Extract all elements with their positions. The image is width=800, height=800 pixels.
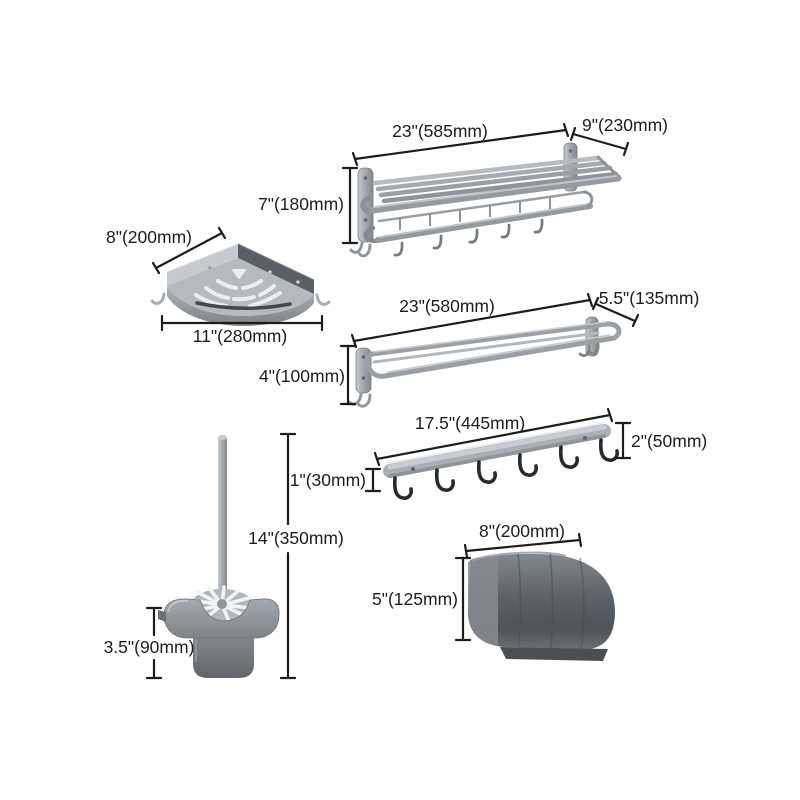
toilet-brush-illustration — [158, 435, 280, 678]
hook-rail-bar-height-dimension: 1"(30mm) — [290, 467, 382, 493]
paper-holder-height-dimension: 5"(125mm) — [372, 556, 472, 642]
hook-rail-illustration — [383, 422, 619, 500]
hook-rail-width-label: 17.5"(445mm) — [415, 413, 525, 433]
paper-holder-width-label: 8"(200mm) — [479, 521, 565, 541]
paper-holder-group: 8"(200mm) 5"(125mm) — [372, 521, 616, 661]
corner-shelf-depth-dimension: 8"(200mm) — [106, 226, 227, 275]
towel-bar-group: 23"(580mm) 5.5"(135mm) 4"(100mm) — [259, 288, 700, 408]
paper-holder-height-label: 5"(125mm) — [372, 589, 458, 609]
towel-rack-height-label: 7"(180mm) — [258, 194, 344, 214]
towel-bar-illustration — [347, 316, 622, 408]
towel-bar-width-dimension: 23"(580mm) — [350, 292, 594, 349]
towel-bar-depth-label: 5.5"(135mm) — [599, 288, 700, 308]
toilet-brush-height-dimension: 14"(350mm) — [248, 432, 344, 680]
towel-rack-depth-dimension: 9"(230mm) — [569, 115, 668, 157]
paper-holder-illustration — [468, 551, 616, 661]
corner-shelf-width-dimension: 11"(280mm) — [160, 314, 324, 346]
corner-shelf-illustration — [150, 243, 331, 326]
hook-rail-hook-drop-dimension: 2"(50mm) — [614, 421, 707, 460]
corner-shelf-group: 8"(200mm) 11"(280mm) — [106, 226, 331, 346]
paper-holder-width-dimension: 8"(200mm) — [463, 521, 583, 559]
towel-bar-width-label: 23"(580mm) — [399, 296, 495, 316]
toilet-brush-holder-height-dimension: 3.5"(90mm) — [104, 606, 195, 680]
corner-shelf-depth-label: 8"(200mm) — [106, 227, 192, 247]
towel-rack-depth-label: 9"(230mm) — [582, 115, 668, 135]
towel-rack-group: 23"(585mm) 9"(230mm) 7"(180mm) — [258, 115, 668, 258]
corner-shelf-width-label: 11"(280mm) — [193, 326, 287, 346]
towel-rack-width-dimension: 23"(585mm) — [351, 121, 570, 167]
hook-rail-width-dimension: 17.5"(445mm) — [373, 407, 614, 467]
hook-rail-hook-drop-label: 2"(50mm) — [631, 431, 707, 451]
toilet-brush-group: 14"(350mm) 3.5"(90mm) — [104, 432, 344, 680]
hook-rail-bar-height-label: 1"(30mm) — [290, 470, 366, 490]
towel-rack-height-dimension: 7"(180mm) — [258, 166, 359, 245]
towel-bar-height-label: 4"(100mm) — [259, 366, 345, 386]
towel-rack-width-label: 23"(585mm) — [392, 121, 488, 141]
towel-bar-depth-dimension: 5.5"(135mm) — [591, 288, 700, 328]
towel-bar-height-dimension: 4"(100mm) — [259, 344, 357, 406]
hook-rail-group: 17.5"(445mm) 2"(50mm) 1"(30mm) — [290, 407, 707, 500]
toilet-brush-holder-height-label: 3.5"(90mm) — [104, 637, 195, 657]
towel-rack-illustration — [349, 142, 622, 258]
toilet-brush-height-label: 14"(350mm) — [248, 528, 344, 548]
